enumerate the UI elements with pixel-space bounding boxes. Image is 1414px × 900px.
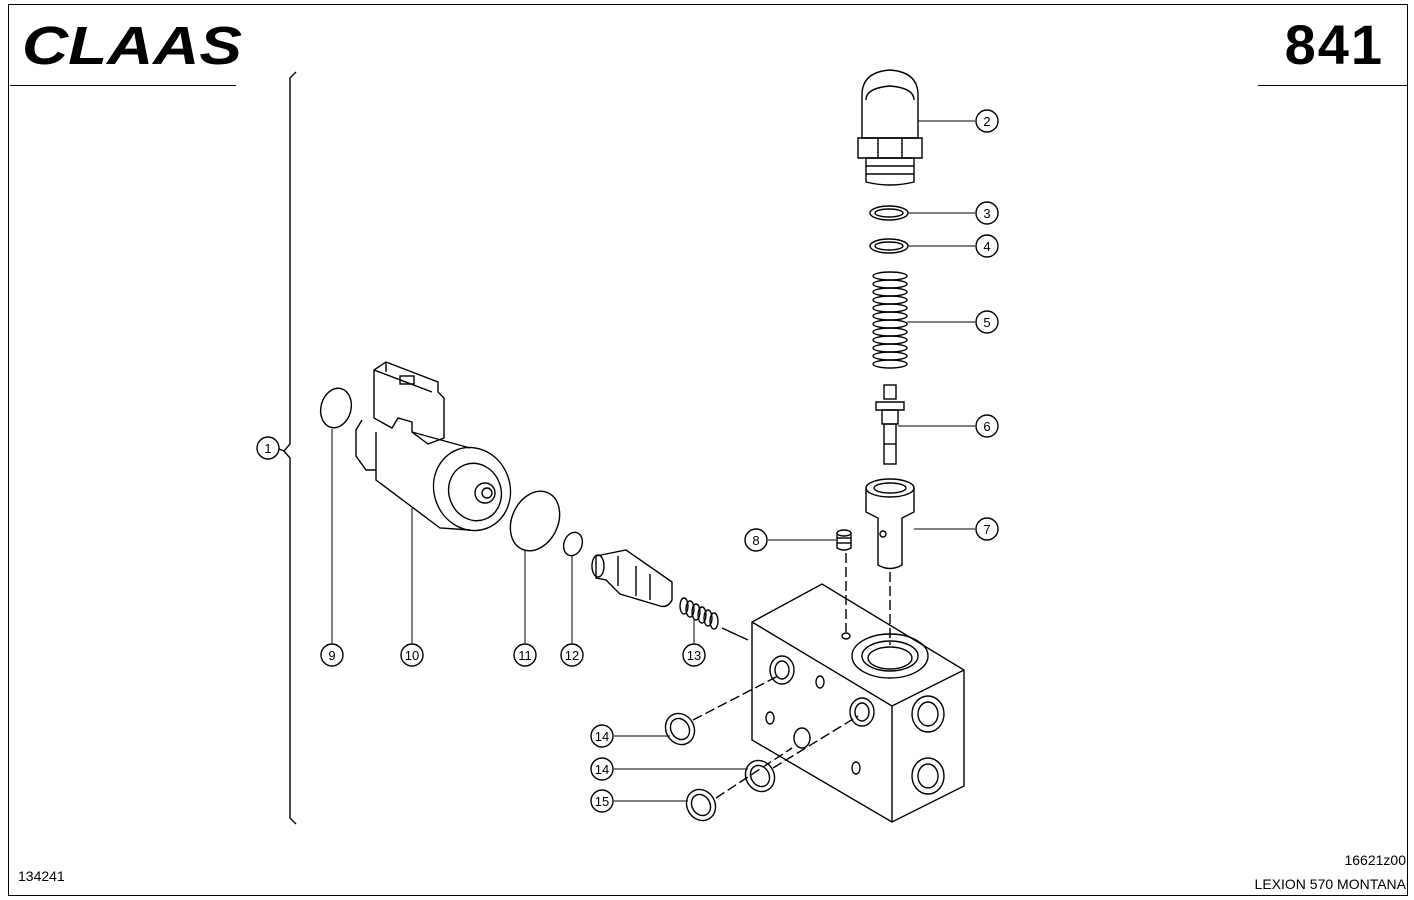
callout-6: 6 bbox=[975, 414, 999, 438]
callout-4: 4 bbox=[975, 234, 999, 258]
svg-text:11: 11 bbox=[518, 648, 532, 663]
drawing-code: 16621z00 bbox=[1344, 852, 1406, 868]
part-seal-ring-lower-inner bbox=[874, 241, 904, 251]
machine-model: LEXION 570 MONTANA bbox=[1254, 876, 1406, 892]
part-seal-ring-upper-inner bbox=[874, 208, 904, 218]
callout-9: 9 bbox=[320, 643, 344, 667]
part-valve-block-housing bbox=[751, 583, 965, 823]
callout-3: 3 bbox=[975, 201, 999, 225]
callout-7: 7 bbox=[975, 517, 999, 541]
callout-8: 8 bbox=[744, 528, 768, 552]
svg-text:5: 5 bbox=[983, 315, 990, 330]
svg-text:2: 2 bbox=[983, 114, 990, 129]
drawing-sheet-frame bbox=[8, 4, 1408, 896]
page-number: 841 bbox=[1284, 13, 1384, 76]
svg-text:7: 7 bbox=[983, 522, 990, 537]
centerline-port-a bbox=[692, 675, 779, 721]
part-valve-piston bbox=[875, 384, 905, 465]
centerline-port-b bbox=[772, 715, 859, 769]
part-plug-cap bbox=[857, 69, 923, 186]
callout-1: 1 bbox=[256, 436, 280, 460]
svg-text:9: 9 bbox=[328, 648, 335, 663]
callout-15: 15 bbox=[590, 789, 614, 813]
header-rule-left bbox=[10, 85, 236, 86]
leader-spring-to-block bbox=[721, 627, 749, 641]
claas-logo: CLAAS bbox=[22, 18, 242, 70]
callout-14-b: 14 bbox=[590, 757, 614, 781]
svg-text:12: 12 bbox=[565, 648, 579, 663]
callout-2: 2 bbox=[975, 109, 999, 133]
svg-text:1: 1 bbox=[264, 441, 271, 456]
svg-text:13: 13 bbox=[687, 648, 701, 663]
part-valve-cartridge bbox=[591, 549, 673, 608]
svg-text:8: 8 bbox=[752, 533, 759, 548]
part-o-ring-small bbox=[319, 387, 353, 429]
callout-5: 5 bbox=[975, 310, 999, 334]
document-number: 134241 bbox=[18, 868, 65, 884]
callout-11: 11 bbox=[513, 643, 537, 667]
callout-leader-lines bbox=[331, 120, 975, 802]
centerline-port-c bbox=[715, 747, 793, 799]
part-compression-spring bbox=[872, 271, 908, 369]
part-solenoid-coil bbox=[355, 361, 512, 532]
part-o-ring-large bbox=[509, 490, 561, 552]
svg-text:4: 4 bbox=[983, 239, 990, 254]
part-o-ring-mini bbox=[562, 531, 584, 557]
part-set-screw bbox=[836, 529, 852, 551]
callout-13: 13 bbox=[682, 643, 706, 667]
logo-text: CLAAS bbox=[22, 18, 242, 70]
part-port-seal-ring-c bbox=[685, 788, 717, 822]
callout-10: 10 bbox=[400, 643, 424, 667]
bracket-leader bbox=[278, 448, 285, 452]
part-port-seal-ring-b bbox=[744, 759, 776, 793]
svg-text:14: 14 bbox=[595, 762, 609, 777]
header-rule-right bbox=[1258, 85, 1408, 86]
svg-text:15: 15 bbox=[595, 794, 609, 809]
svg-text:6: 6 bbox=[983, 419, 990, 434]
callout-12: 12 bbox=[560, 643, 584, 667]
part-port-seal-ring-a bbox=[664, 712, 696, 746]
svg-text:3: 3 bbox=[983, 206, 990, 221]
callout-14-a: 14 bbox=[590, 724, 614, 748]
svg-text:10: 10 bbox=[405, 648, 419, 663]
part-valve-sleeve bbox=[865, 478, 915, 570]
part-small-spring bbox=[679, 597, 719, 630]
svg-text:14: 14 bbox=[595, 729, 609, 744]
assembly-bracket bbox=[283, 71, 297, 825]
footer-info: 16621z00 LEXION 570 MONTANA bbox=[1255, 848, 1406, 896]
